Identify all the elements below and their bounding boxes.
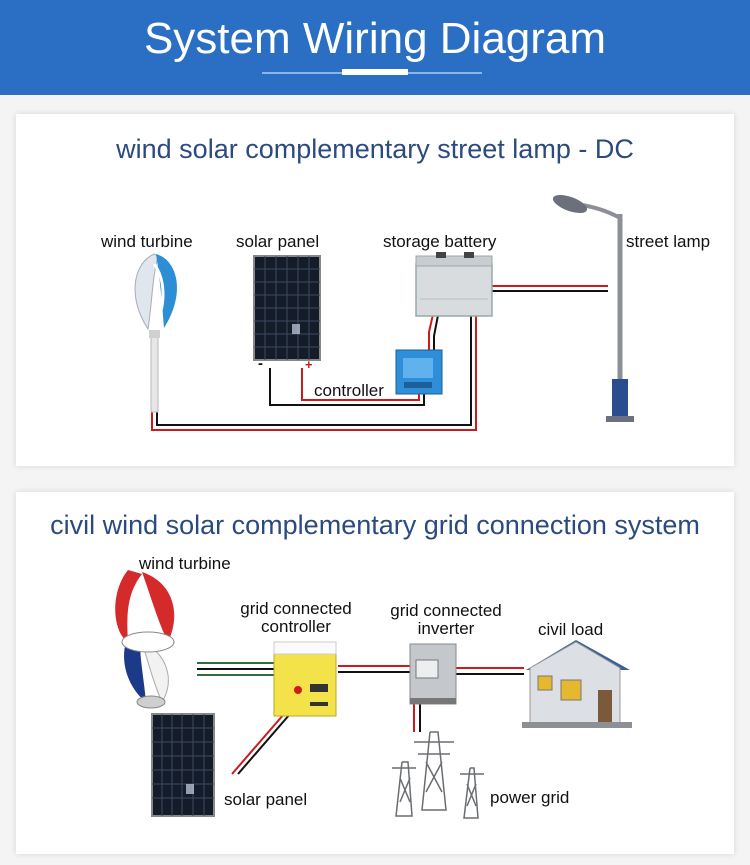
grid-solar-panel-image <box>151 713 215 817</box>
civil-load-label: civil load <box>538 620 604 639</box>
dc-plus-terminal-label: + <box>305 357 313 372</box>
civil-load-house-image <box>522 640 632 728</box>
grid-inverter-image <box>409 643 457 705</box>
dc-solar-panel-image <box>253 255 321 361</box>
dc-controller-label: controller <box>314 381 384 400</box>
dc-solar-panel-label: solar panel <box>236 232 320 251</box>
grid-wires <box>197 662 524 775</box>
grid-controller-label-line2: controller <box>261 617 331 636</box>
dc-street-lamp-label: street lamp <box>626 232 711 251</box>
title-underline-accent <box>342 69 408 75</box>
header-banner: System Wiring Diagram <box>0 0 750 95</box>
power-grid-label: power grid <box>490 788 570 807</box>
grid-controller-label-line1: grid connected <box>240 599 352 618</box>
dc-storage-battery-label: storage battery <box>383 232 497 251</box>
dc-storage-battery-image <box>415 252 493 317</box>
dc-street-lamp-panel: wind solar complementary street lamp - D… <box>16 114 734 466</box>
grid-inverter-label: grid connected inverter <box>376 602 516 638</box>
dc-wires <box>151 285 608 431</box>
dc-system-title: wind solar complementary street lamp - D… <box>116 134 634 164</box>
dc-minus-terminal-label: - <box>258 355 263 372</box>
dc-street-lamp-image <box>552 194 634 422</box>
dc-wind-turbine-image <box>134 253 178 413</box>
grid-controller-image <box>273 641 337 717</box>
grid-wind-turbine-image <box>115 570 175 709</box>
grid-system-title: civil wind solar complementary grid conn… <box>50 510 700 540</box>
grid-inverter-label-line2: inverter <box>417 619 475 638</box>
grid-wiring-diagram <box>115 570 632 819</box>
grid-solar-panel-label: solar panel <box>224 790 308 809</box>
page-title: System Wiring Diagram <box>143 14 607 63</box>
grid-wind-turbine-label: wind turbine <box>139 554 231 573</box>
power-grid-towers-image <box>392 731 484 819</box>
grid-connection-panel: civil wind solar complementary grid conn… <box>16 492 734 854</box>
dc-wind-turbine-label: wind turbine <box>101 232 193 251</box>
grid-inverter-label-line1: grid connected <box>390 601 502 620</box>
dc-wiring-diagram <box>134 194 634 431</box>
dc-controller-image <box>395 349 443 395</box>
grid-controller-label: grid connected controller <box>226 600 366 636</box>
